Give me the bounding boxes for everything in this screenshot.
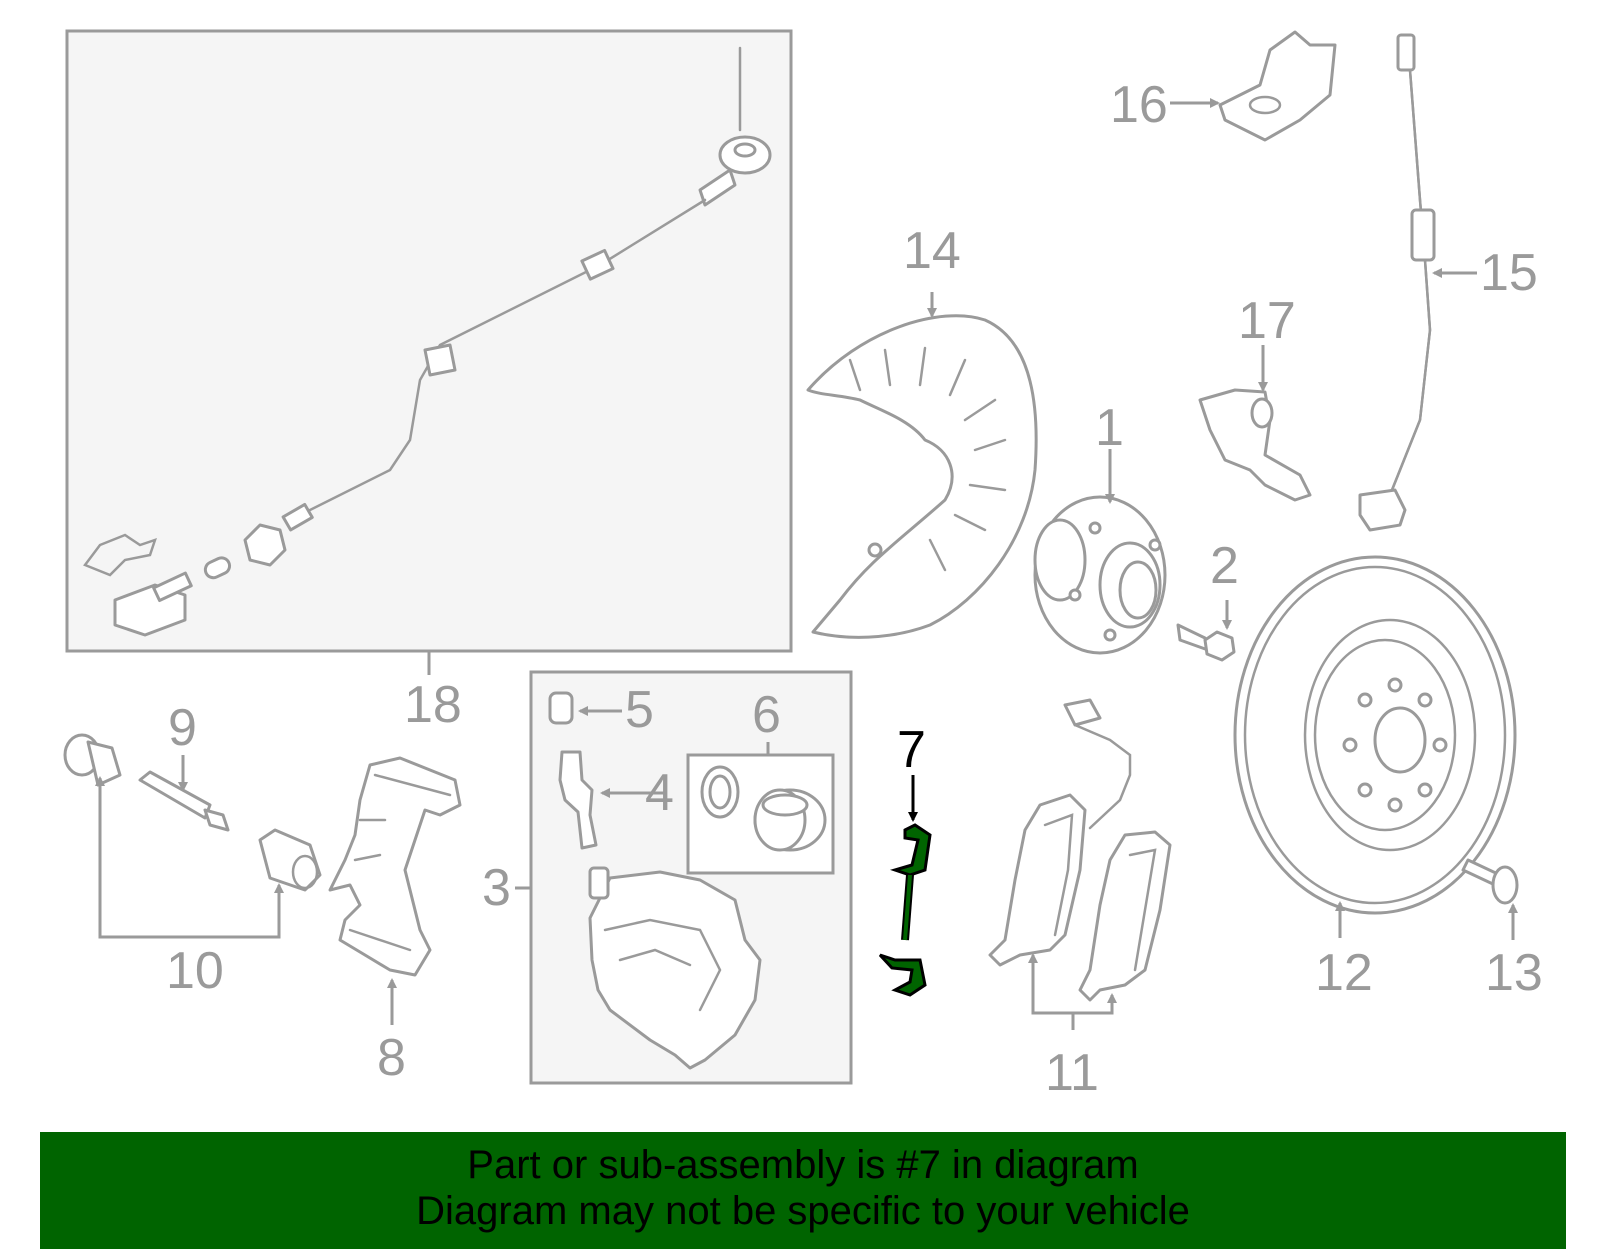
label-8: 8 — [377, 1029, 406, 1087]
leader-lines — [95, 98, 1518, 1030]
label-13: 13 — [1485, 944, 1543, 1002]
label-3: 3 — [482, 859, 511, 917]
bracket-16 — [1218, 30, 1337, 142]
label-4: 4 — [645, 764, 674, 822]
banner-line-2: Diagram may not be specific to your vehi… — [416, 1189, 1190, 1233]
splash-shield-14 — [806, 314, 1038, 639]
label-2: 2 — [1210, 537, 1239, 595]
bleeder-valve-4 — [558, 750, 598, 850]
guide-boot-10 — [258, 828, 322, 892]
seal-kit-6 — [700, 765, 827, 852]
caliper-carrier-8 — [328, 756, 462, 977]
label-18: 18 — [404, 676, 462, 734]
label-6: 6 — [752, 686, 781, 744]
guide-bolt-cap-10 — [63, 733, 122, 787]
brake-hose-15 — [1358, 33, 1436, 532]
banner-line-1: Part or sub-assembly is #7 in diagram — [467, 1143, 1139, 1187]
anti-rattle-spring-7[interactable] — [878, 823, 932, 997]
label-9: 9 — [168, 699, 197, 757]
brake-pads-11 — [988, 698, 1172, 1002]
info-banner: Part or sub-assembly is #7 in diagram Di… — [40, 1132, 1566, 1249]
guide-pin-9 — [138, 770, 230, 832]
label-12: 12 — [1315, 944, 1373, 1002]
label-17: 17 — [1238, 292, 1296, 350]
label-16: 16 — [1110, 76, 1168, 134]
part-3-assembly-box[interactable] — [529, 670, 853, 1085]
label-11: 11 — [1045, 1044, 1099, 1102]
hub-bolt-2 — [1176, 623, 1236, 662]
wheel-hub-1 — [1033, 495, 1167, 655]
brake-rotor-12 — [1233, 555, 1517, 915]
bleeder-cap-5 — [548, 691, 574, 725]
caliper-housing — [588, 866, 762, 1070]
label-10: 10 — [166, 942, 224, 1000]
label-15: 15 — [1480, 244, 1538, 302]
brake-line-18 — [83, 46, 772, 637]
part-18-assembly-box[interactable] — [65, 29, 793, 653]
label-5: 5 — [625, 681, 654, 739]
wheel-speed-sensor-17 — [1198, 388, 1312, 502]
label-7[interactable]: 7 — [897, 721, 926, 779]
label-1: 1 — [1095, 399, 1124, 457]
label-14: 14 — [903, 222, 961, 280]
rotor-screw-13 — [1461, 858, 1519, 905]
